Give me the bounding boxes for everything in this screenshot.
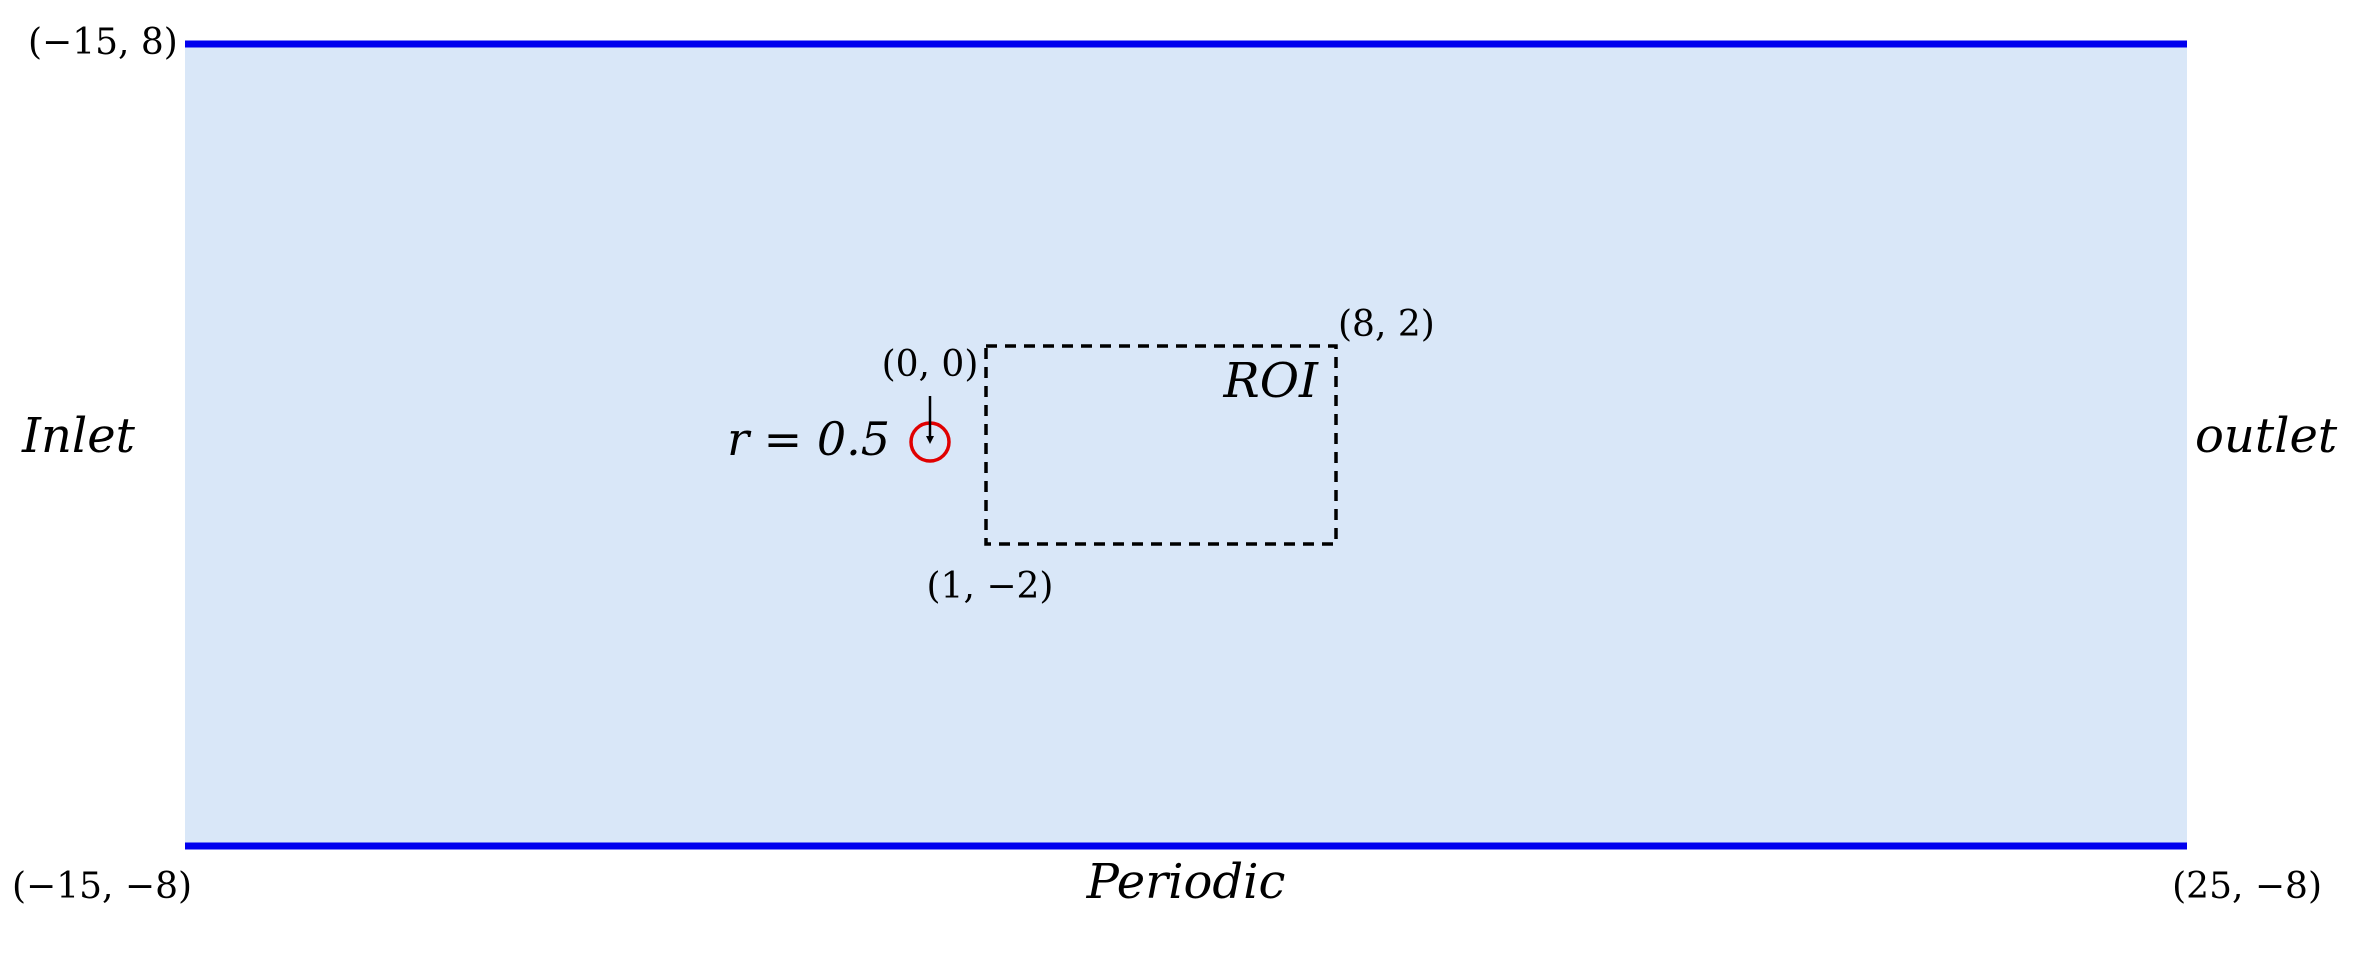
outlet-label: outlet xyxy=(2195,408,2338,464)
origin-label: (0, 0) xyxy=(882,344,979,385)
bottom-right-corner-label: (25, −8) xyxy=(2172,866,2322,907)
roi-bottom-left-label: (1, −2) xyxy=(927,566,1054,607)
periodic-label: Periodic xyxy=(1086,854,1286,910)
roi-top-right-label: (8, 2) xyxy=(1338,304,1435,345)
bottom-left-corner-label: (−15, −8) xyxy=(12,866,192,907)
radius-label: r = 0.5 xyxy=(727,412,890,466)
roi-box xyxy=(984,344,1338,546)
inlet-label: Inlet xyxy=(21,408,136,464)
top-left-corner-label: (−15, 8) xyxy=(28,22,178,63)
roi-label: ROI xyxy=(1223,353,1319,409)
fluid-domain xyxy=(185,44,2187,846)
